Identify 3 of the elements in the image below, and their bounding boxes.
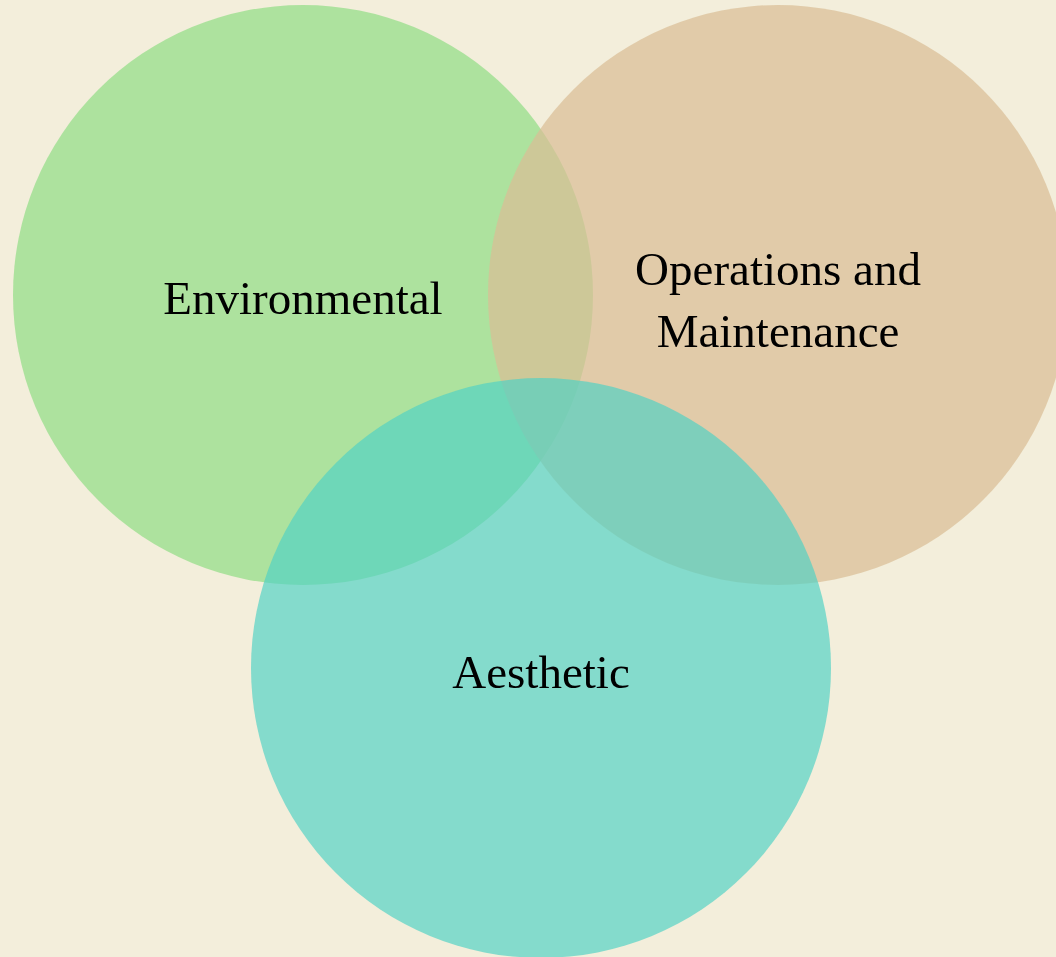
circle-label: Environmental [162, 271, 444, 326]
circle-label: Aesthetic [451, 645, 631, 700]
circle-label: Operations and Maintenance [634, 242, 922, 359]
